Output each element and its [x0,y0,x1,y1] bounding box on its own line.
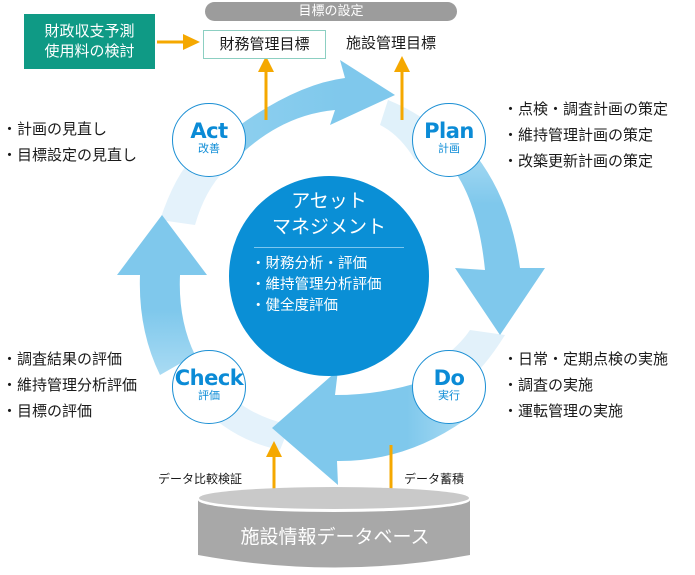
check-items: ・調査結果の評価 ・維持管理分析評価 ・目標の評価 [2,346,137,424]
center-title-line: マネジメント [271,216,386,238]
center-items: ・財務分析・評価 ・維持管理分析評価 ・健全度評価 [229,254,429,317]
act-circle: Act 改善 [172,103,246,177]
data-compare-label: データ比較検証 [158,472,243,486]
arrow-check-to-act [117,215,207,375]
check-item: ・目標の評価 [2,402,93,420]
act-items: ・計画の見直し ・目標設定の見直し [2,116,137,168]
financial-goal-box: 財務管理目標 [203,30,326,59]
center-item: ・健全度評価 [251,298,338,314]
do-label-jp: 実行 [438,389,460,402]
do-label: Do [433,366,465,390]
data-store-label: データ蓄積 [404,472,465,486]
act-item: ・計画の見直し [2,120,108,138]
financial-planning-line: 使用料の検討 [44,42,135,60]
center-item: ・維持管理分析評価 [251,277,382,293]
plan-circle: Plan 計画 [412,103,486,177]
asset-management-center: アセット マネジメント ・財務分析・評価 ・維持管理分析評価 ・健全度評価 [229,176,429,376]
check-item: ・維持管理分析評価 [2,376,138,394]
do-item: ・調査の実施 [503,376,594,394]
act-label: Act [190,119,228,143]
plan-item: ・維持管理計画の策定 [503,126,654,144]
center-item: ・財務分析・評価 [251,256,367,272]
check-label-jp: 評価 [198,389,220,402]
plan-item: ・改築更新計画の策定 [503,152,654,170]
facility-goal-label: 施設管理目標 [346,34,437,52]
plan-label-jp: 計画 [438,142,460,155]
financial-planning-box: 財政収支予測 使用料の検討 [24,14,155,69]
plan-label: Plan [424,119,474,143]
center-title: アセット マネジメント [229,188,429,240]
database-cylinder [198,487,470,568]
do-circle: Do 実行 [412,350,486,424]
check-circle: Check 評価 [172,350,246,424]
check-item: ・調査結果の評価 [2,350,123,368]
center-title-line: アセット [291,190,367,212]
arrow-act-to-plan [220,60,395,160]
plan-item: ・点検・調査計画の策定 [503,100,669,118]
act-label-jp: 改善 [198,142,220,155]
do-item: ・日常・定期点検の実施 [503,350,669,368]
financial-planning-line: 財政収支予測 [44,22,135,40]
act-item: ・目標設定の見直し [2,146,138,164]
center-divider [254,247,404,248]
goal-setting-header: 目標の設定 [205,2,457,21]
database-label: 施設情報データベース [240,526,430,548]
do-item: ・運転管理の実施 [503,402,624,420]
arrow-plan-to-do [450,148,545,335]
plan-items: ・点検・調査計画の策定 ・維持管理計画の策定 ・改築更新計画の策定 [503,96,668,174]
do-items: ・日常・定期点検の実施 ・調査の実施 ・運転管理の実施 [503,346,668,424]
check-label: Check [174,366,244,390]
